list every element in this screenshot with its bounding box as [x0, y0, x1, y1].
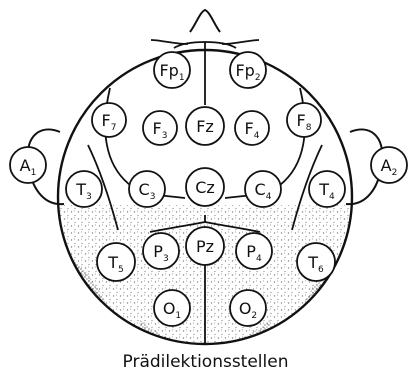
electrode-cz-label: Cz [195, 178, 215, 197]
nose-outline [190, 10, 220, 32]
electrode-t4: T4 [309, 171, 345, 207]
electrode-c4: C4 [245, 171, 281, 207]
electrode-pz-label: Pz [196, 237, 214, 256]
electrode-t6: T6 [297, 243, 335, 281]
electrode-t3: T3 [66, 171, 102, 207]
electrode-p3-label: P [153, 242, 163, 261]
electrode-f4: F4 [235, 111, 269, 145]
electrode-c3: C3 [129, 171, 165, 207]
electrode-t3-label: T [75, 180, 86, 199]
electrode-p4-label: P [246, 242, 256, 261]
electrode-f8: F8 [287, 103, 321, 137]
electrode-t6-label: T [307, 253, 318, 272]
diagram-caption: Prädilektionsstellen [0, 352, 411, 372]
electrode-o2-label: O [239, 299, 252, 318]
electrode-f3-label: F [153, 119, 162, 138]
electrode-f7: F7 [92, 103, 126, 137]
electrode-f8-label: F [297, 111, 306, 130]
electrode-a2-label: A [381, 156, 392, 175]
electrode-a1-label: A [20, 156, 31, 175]
electrode-fp2-label: Fp [235, 61, 254, 80]
electrode-c3-label: C [139, 180, 150, 199]
electrode-fp2: Fp2 [230, 52, 266, 88]
electrode-t5-label: T [107, 253, 118, 272]
electrode-t5: T5 [97, 243, 135, 281]
electrode-pz: Pz [186, 227, 224, 265]
electrode-f4-label: F [245, 119, 254, 138]
electrode-fz: Fz [186, 107, 224, 145]
electrode-p3: P3 [143, 233, 179, 269]
electrode-fz-label: Fz [196, 117, 214, 136]
electrode-fp1: Fp1 [154, 52, 190, 88]
electrode-a1: A1 [10, 147, 46, 183]
electrode-t4-label: T [318, 180, 329, 199]
electrode-f7-label: F [102, 111, 111, 130]
electrode-o1-label: O [163, 299, 176, 318]
electrode-a2: A2 [371, 147, 407, 183]
electrode-c4-label: C [255, 180, 266, 199]
electrode-p4: P4 [236, 233, 272, 269]
electrode-o1: O1 [154, 290, 190, 326]
electrode-o2: O2 [230, 290, 266, 326]
electrode-cz: Cz [186, 168, 224, 206]
electrode-f3: F3 [143, 111, 177, 145]
electrode-fp1-label: Fp [159, 61, 178, 80]
